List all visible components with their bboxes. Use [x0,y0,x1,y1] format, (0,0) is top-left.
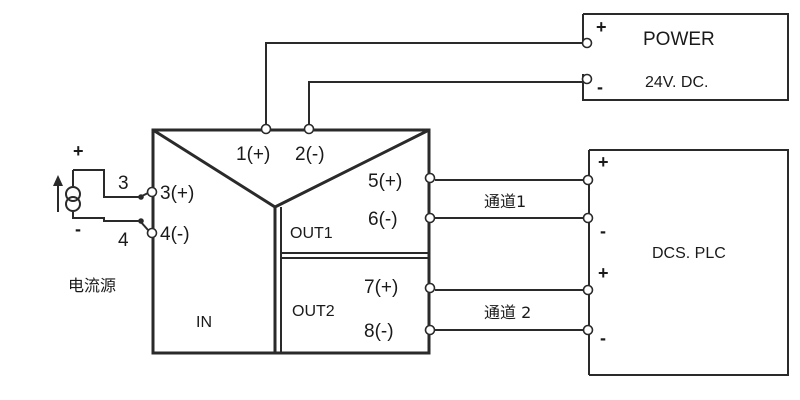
switch-4-pivot [138,218,144,224]
current-arrow-icon [53,175,63,186]
terminal-5-label: 5(+) [368,171,402,192]
dcs-ch2-plus-terminal[interactable] [582,284,594,296]
terminal-5[interactable] [424,172,436,184]
power-title: POWER [643,29,715,50]
power-minus-terminal[interactable] [581,73,593,85]
source-label: 电流源 [68,276,116,295]
terminal-6[interactable] [424,212,436,224]
source-plus-sign: + [73,141,84,161]
current-source: + - 3 4 电流源 [53,141,149,295]
source-wire-minus [72,212,140,222]
dcs-box-outline [589,149,789,376]
terminal-8-label: 8(-) [364,321,394,342]
out2-label: OUT2 [292,303,335,320]
transmitter-module: IN OUT1 OUT2 1(+) 2(-) 3(+) 4(-) 5(+) 6(… [146,123,436,355]
module-y-divider [152,128,430,209]
source-wire-4-label: 4 [118,230,129,251]
module-outline [151,128,431,355]
out1-label: OUT1 [290,225,333,242]
channel-1-label: 通道1 [484,192,526,211]
terminal-7[interactable] [424,282,436,294]
source-wire-plus [73,169,140,198]
dcs-plus-1: + [598,152,609,172]
dcs-ch1-minus-terminal[interactable] [582,212,594,224]
dcs-plc: + - + - DCS. PLC [582,149,789,376]
power-box-outline [582,13,789,101]
terminal-4-label: 4(-) [160,224,190,245]
dcs-title: DCS. PLC [652,245,726,262]
dcs-ch2-minus-terminal[interactable] [582,324,594,336]
terminal-1[interactable] [260,123,272,135]
power-voltage: 24V. DC. [645,74,708,91]
switch-3-pivot [138,194,144,200]
power-plus-terminal[interactable] [581,37,593,49]
terminal-1-label: 1(+) [236,144,270,165]
source-wire-3-label: 3 [118,173,129,194]
wire-power-plus [265,42,582,125]
terminal-2-label: 2(-) [295,144,325,165]
wire-power-minus [308,81,582,125]
terminal-8[interactable] [424,324,436,336]
source-minus-sign: - [75,219,81,239]
terminal-2[interactable] [303,123,315,135]
source-circle-top [65,186,81,202]
dcs-minus-2: - [600,328,606,348]
terminal-7-label: 7(+) [364,277,398,298]
power-supply: + - POWER 24V. DC. [581,13,789,101]
dcs-minus-1: - [600,221,606,241]
dcs-plus-2: + [598,263,609,283]
terminal-3[interactable] [146,186,158,198]
in-label: IN [196,314,212,331]
source-circle-bottom [65,196,81,212]
terminal-6-label: 6(-) [368,209,398,230]
power-minus-sign: - [597,77,603,97]
terminal-3-label: 3(+) [160,183,194,204]
power-plus-sign: + [596,17,607,37]
dcs-ch1-plus-terminal[interactable] [582,174,594,186]
terminal-4[interactable] [146,227,158,239]
channel-2-label: 通道 2 [484,303,531,322]
